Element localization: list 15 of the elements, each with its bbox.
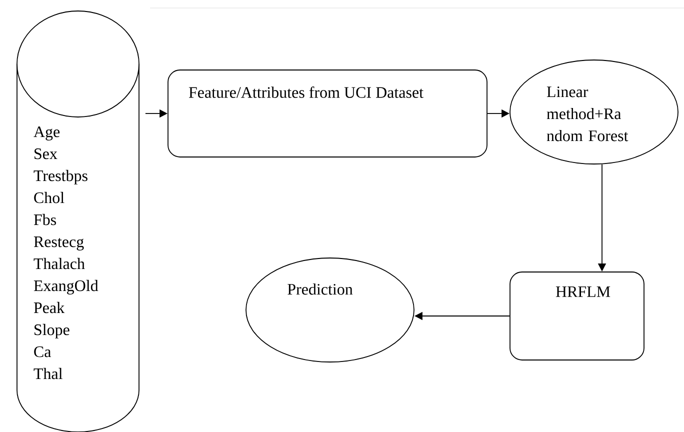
node-label: Chol bbox=[34, 192, 64, 204]
node-label: Restecg bbox=[34, 236, 84, 250]
node-label: ExangOld bbox=[34, 280, 98, 294]
node-label: Peak bbox=[34, 302, 65, 314]
node-label: Thalach bbox=[34, 258, 85, 270]
database-cylinder: Age Sex Trestbps Chol Fbs Restecg Thalach ExangOld Peak Slope Ca Thal bbox=[16, 10, 140, 432]
node-label: Thal bbox=[34, 368, 62, 380]
node-label: Age bbox=[34, 126, 60, 140]
process-box: Feature/Attributes from UCI Dataset bbox=[168, 70, 488, 158]
node-label: Slope bbox=[34, 324, 70, 338]
node-label: Fbs bbox=[34, 214, 56, 226]
node-label: Ca bbox=[34, 346, 52, 358]
process-box: HRFLM bbox=[510, 272, 644, 360]
node-label: Sex bbox=[34, 148, 58, 160]
node-label: Trestbps bbox=[34, 170, 88, 184]
